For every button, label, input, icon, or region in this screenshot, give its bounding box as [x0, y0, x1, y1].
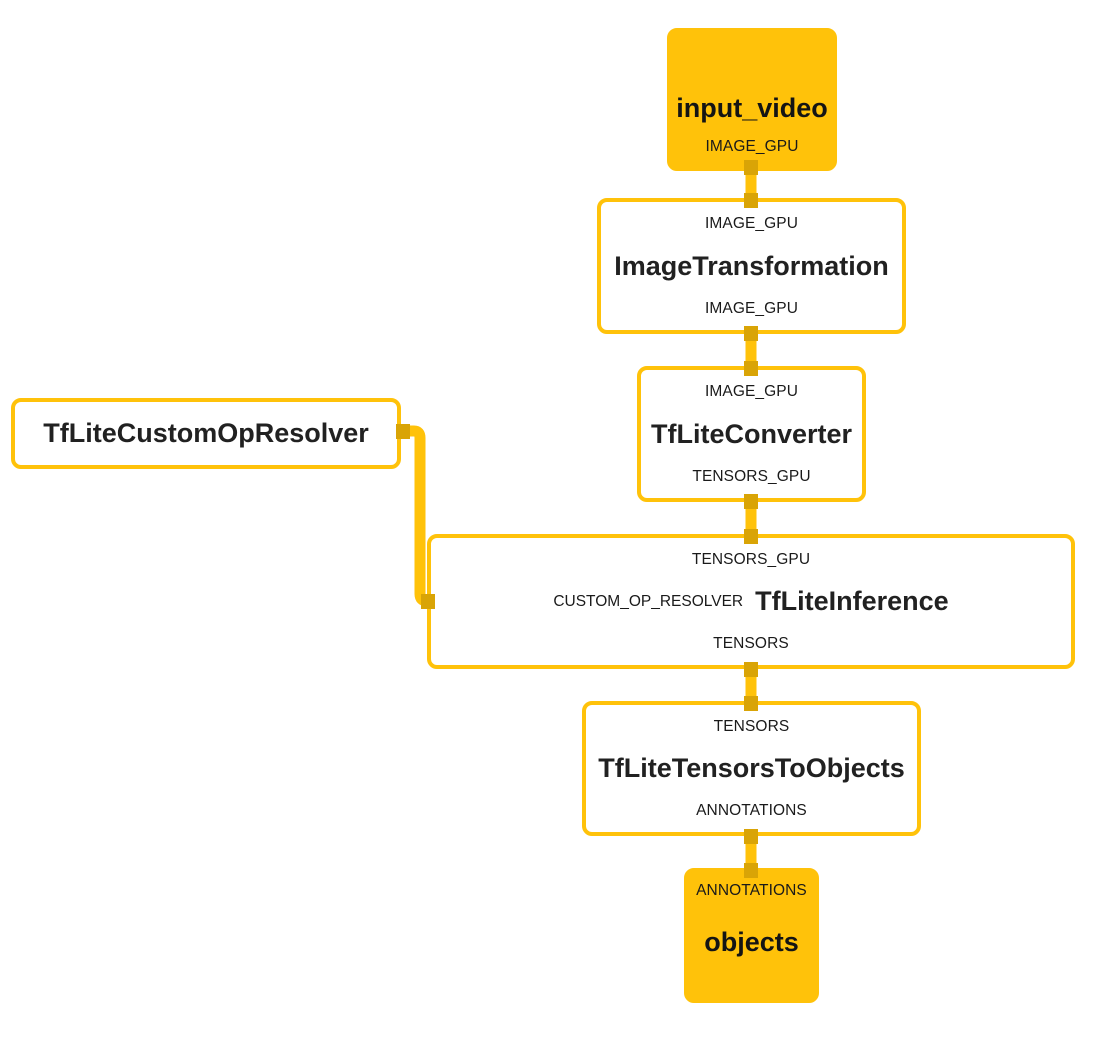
port-square-tfliteinference-in[interactable]	[744, 529, 758, 544]
port-label-output: TENSORS_GPU	[692, 467, 811, 485]
port-label-output: IMAGE_GPU	[705, 137, 799, 155]
port-label-side: CUSTOM_OP_RESOLVER	[553, 592, 744, 610]
port-label-output: TENSORS	[713, 634, 789, 652]
node-title: TfLiteTensorsToObjects	[598, 753, 905, 784]
node-title: input_video	[676, 93, 828, 124]
port-label-output: ANNOTATIONS	[696, 801, 807, 819]
port-square-tfliteconverter-out[interactable]	[744, 494, 758, 509]
port-square-objects-in[interactable]	[744, 863, 758, 878]
port-square-input-video-out[interactable]	[744, 160, 758, 175]
port-square-tflitetensorstoobjects-in[interactable]	[744, 696, 758, 711]
port-square-tfliteinference-side-in[interactable]	[421, 594, 435, 609]
port-square-tflitecustomopresolver-out[interactable]	[396, 424, 410, 439]
node-tflitetensorstoobjects[interactable]: TENSORS TfLiteTensorsToObjects ANNOTATIO…	[582, 701, 921, 836]
node-title: ImageTransformation	[614, 250, 889, 281]
port-square-tflitetensorstoobjects-out[interactable]	[744, 829, 758, 844]
node-title: TfLiteConverter	[650, 418, 853, 449]
node-tfliteinference[interactable]: TENSORS_GPU CUSTOM_OP_RESOLVER TfLiteInf…	[427, 534, 1075, 669]
port-label-output: IMAGE_GPU	[704, 299, 799, 317]
node-input-video[interactable]: input_video IMAGE_GPU	[667, 28, 837, 171]
node-middle-row: CUSTOM_OP_RESOLVER TfLiteInference	[431, 586, 1071, 617]
node-title: objects	[704, 927, 799, 958]
port-label-input: IMAGE_GPU	[704, 215, 799, 232]
port-square-imagetransformation-out[interactable]	[744, 326, 758, 341]
node-imagetransformation[interactable]: IMAGE_GPU ImageTransformation IMAGE_GPU	[597, 198, 906, 334]
port-label-input: IMAGE_GPU	[704, 383, 799, 400]
port-square-imagetransformation-in[interactable]	[744, 193, 758, 208]
port-square-tfliteconverter-in[interactable]	[744, 361, 758, 376]
node-tfliteconverter[interactable]: IMAGE_GPU TfLiteConverter TENSORS_GPU	[637, 366, 866, 502]
port-label-input: TENSORS_GPU	[691, 551, 811, 568]
node-tflitecustomopresolver[interactable]: TfLiteCustomOpResolver	[11, 398, 401, 469]
node-objects[interactable]: ANNOTATIONS objects	[684, 868, 819, 1003]
node-title: TfLiteCustomOpResolver	[43, 418, 369, 449]
port-label-input: TENSORS	[713, 718, 790, 735]
node-title: TfLiteInference	[755, 586, 949, 617]
port-label-input: ANNOTATIONS	[696, 882, 807, 899]
port-square-tfliteinference-out[interactable]	[744, 662, 758, 677]
